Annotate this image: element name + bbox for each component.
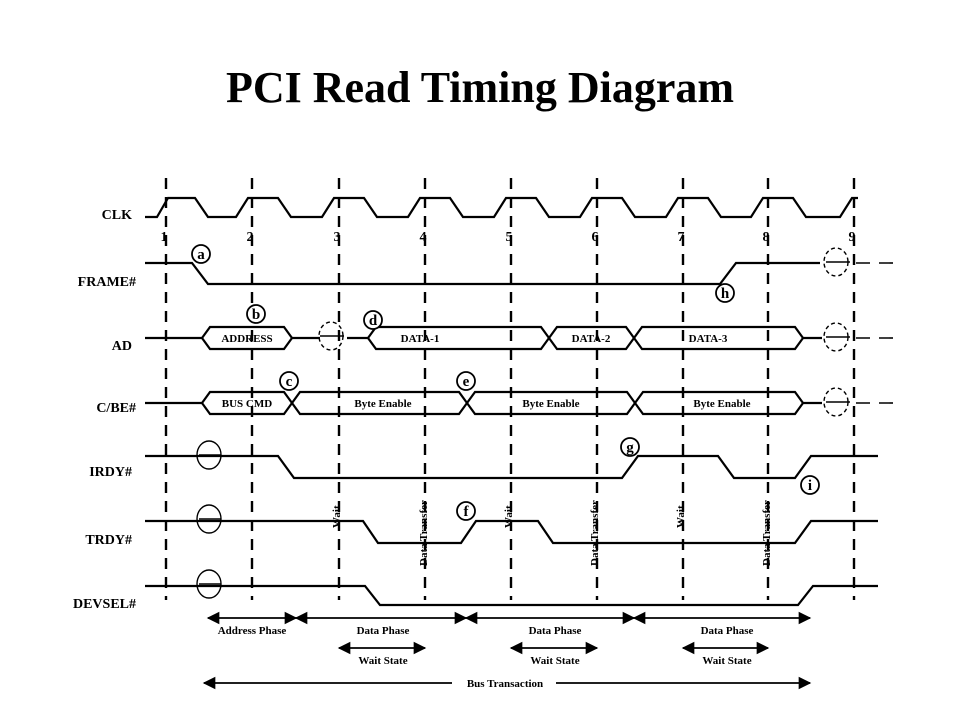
ad-data1-label: DATA-1 [401, 333, 440, 345]
event-marker-i: i [800, 475, 820, 495]
clock-number-5: 5 [506, 230, 513, 245]
svg-text:i: i [808, 478, 812, 494]
wait-state-label-1: Wait State [358, 655, 407, 667]
devsel-signal [145, 569, 878, 607]
signal-label-clk: CLK [102, 208, 132, 223]
event-marker-g: g [620, 437, 640, 457]
signal-label-frame: FRAME# [78, 275, 136, 290]
svg-text:h: h [721, 286, 730, 302]
signal-label-ad: AD [112, 339, 132, 354]
cbe-buscmd-label: BUS CMD [222, 398, 272, 410]
ad-address-label: ADDRESS [221, 333, 272, 345]
ad-data2-label: DATA-2 [572, 333, 611, 345]
svg-text:g: g [626, 440, 634, 456]
ad-end-turnaround-icon [823, 322, 850, 352]
svg-text:c: c [286, 374, 293, 390]
data-phase-label-2: Data Phase [529, 625, 582, 637]
irdy-signal [145, 440, 878, 480]
bus-transaction-label: Bus Transaction [467, 678, 543, 690]
clock-number-6: 6 [592, 230, 599, 245]
event-marker-h: h [715, 283, 735, 303]
clock-number-3: 3 [334, 230, 341, 245]
ad-turnaround-icon [318, 321, 344, 351]
cbe-signal: BUS CMD Byte Enable Byte Enable Byte Ena… [145, 387, 900, 417]
frame-waveform [145, 261, 820, 286]
event-marker-d: d [363, 310, 383, 330]
cbe-byteenable-label-3: Byte Enable [693, 398, 750, 410]
signal-label-devsel: DEVSEL# [73, 597, 136, 612]
clock-numbers: 1 2 3 4 5 6 7 8 9 [161, 230, 856, 245]
clock-number-9: 9 [849, 230, 856, 245]
clock-number-7: 7 [678, 230, 685, 245]
event-marker-f: f [456, 501, 476, 521]
ad-data1-cell [366, 325, 551, 351]
svg-text:b: b [252, 307, 260, 323]
cbe-end-turnaround-icon [823, 387, 850, 417]
trdy-turnaround-icon [196, 504, 222, 534]
devsel-waveform [145, 584, 878, 607]
clock-number-8: 8 [763, 230, 770, 245]
data-phase-label-1: Data Phase [357, 625, 410, 637]
phase-arrows: Address Phase Data Phase Data Phase Data… [202, 611, 812, 690]
cbe-byteenable-label-1: Byte Enable [354, 398, 411, 410]
clock-number-4: 4 [420, 230, 427, 245]
svg-text:a: a [197, 247, 205, 263]
svg-text:e: e [463, 374, 470, 390]
signal-labels: CLK FRAME# AD C/BE# IRDY# TRDY# DEVSEL# [73, 208, 136, 612]
data-transfer-label-2: Data Transfer [589, 500, 601, 566]
event-marker-e: e [456, 371, 476, 391]
event-marker-c: c [279, 371, 299, 391]
signal-label-irdy: IRDY# [89, 465, 132, 480]
svg-text:f: f [464, 504, 470, 520]
event-marker-a: a [191, 244, 211, 264]
data-transfer-label-1: Data Transfer [418, 500, 430, 566]
ad-data3-label: DATA-3 [689, 333, 728, 345]
trdy-waveform [145, 519, 878, 545]
frame-turnaround-icon [823, 247, 850, 277]
data-transfer-annotations: Data Transfer Data Transfer Data Transfe… [418, 500, 773, 566]
signal-label-cbe: C/BE# [96, 401, 136, 416]
address-phase-label: Address Phase [218, 625, 287, 637]
clk-waveform [145, 196, 858, 219]
signal-label-trdy: TRDY# [85, 533, 132, 548]
wait-label-3: Wait [675, 505, 687, 528]
trdy-signal [145, 504, 878, 545]
data-transfer-label-3: Data Transfer [761, 500, 773, 566]
ad-signal: ADDRESS DATA-1 DATA-2 DATA-3 [145, 321, 900, 352]
clock-number-1: 1 [161, 230, 168, 245]
data-phase-label-3: Data Phase [701, 625, 754, 637]
frame-signal [145, 247, 900, 286]
wait-state-label-3: Wait State [702, 655, 751, 667]
irdy-turnaround-icon [196, 440, 222, 470]
wait-label-1: Wait [331, 505, 343, 528]
clock-edge-lines [164, 178, 856, 600]
devsel-turnaround-icon [196, 569, 222, 599]
clock-number-2: 2 [247, 230, 254, 245]
svg-text:d: d [369, 313, 378, 329]
wait-annotations: Wait Wait Wait [331, 505, 687, 528]
page-title: PCI Read Timing Diagram [225, 63, 735, 112]
irdy-waveform [145, 454, 878, 480]
cbe-byteenable-label-2: Byte Enable [522, 398, 579, 410]
wait-label-2: Wait [503, 505, 515, 528]
event-marker-b: b [246, 304, 266, 324]
wait-state-label-2: Wait State [530, 655, 579, 667]
event-markers: a b c d e f g h [191, 244, 820, 521]
